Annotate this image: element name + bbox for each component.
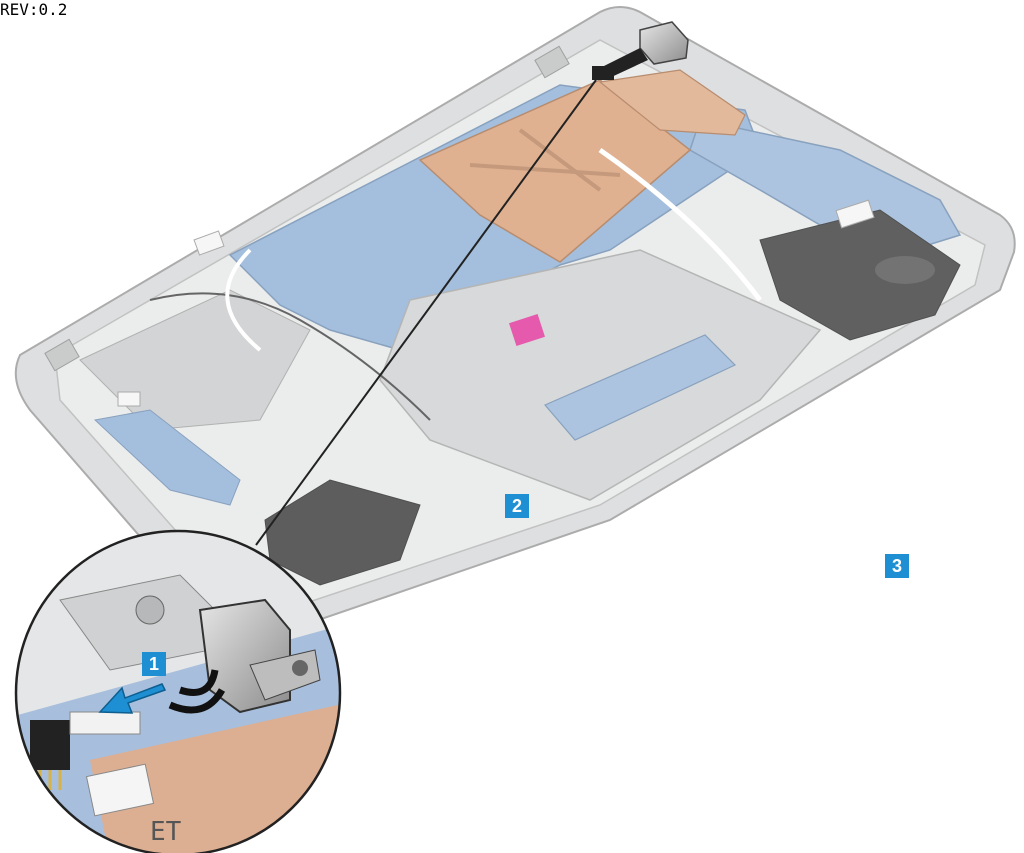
- hinge-top: [534, 45, 570, 79]
- copper-heat-spreader-small: [598, 69, 746, 136]
- speaker-cone: [875, 256, 935, 284]
- sticker: [193, 230, 225, 256]
- step-badge-3: 3: [885, 554, 909, 578]
- step-1-detail-circle: ET: [14, 529, 342, 853]
- dc-in-port-location: [592, 21, 689, 80]
- sticker: [117, 391, 141, 407]
- dc-in-port: REV:0.2: [0, 0, 68, 19]
- speaker-right: [759, 209, 961, 341]
- disconnect-arrow: [98, 683, 167, 714]
- left-io-board: [93, 409, 241, 506]
- ffc-cable: [225, 248, 262, 352]
- touchpad-bracket: [379, 249, 822, 501]
- ffc-cable: [598, 147, 762, 302]
- step-badge-1: 1: [142, 652, 166, 676]
- step-2-detail-circle: REV:0.2: [0, 0, 68, 19]
- callout-line: [255, 79, 597, 546]
- laptop-base-assembly: [14, 6, 1016, 644]
- sticker: [85, 763, 155, 817]
- hinge-left: [44, 338, 80, 372]
- sticker: [835, 199, 875, 229]
- cable-connector: [30, 720, 70, 770]
- circle-border: [14, 529, 342, 853]
- touchpad-board: [544, 334, 737, 441]
- antenna-cable: [149, 292, 431, 421]
- pink-pad: [509, 313, 545, 347]
- dc-in-connector: [592, 66, 614, 80]
- heat-pipe: [469, 163, 621, 177]
- step-badge-2: 2: [505, 494, 529, 518]
- cable-label: REV:0.2: [0, 0, 68, 19]
- heat-pipe: [518, 128, 602, 192]
- sticker-text: ET: [150, 817, 182, 847]
